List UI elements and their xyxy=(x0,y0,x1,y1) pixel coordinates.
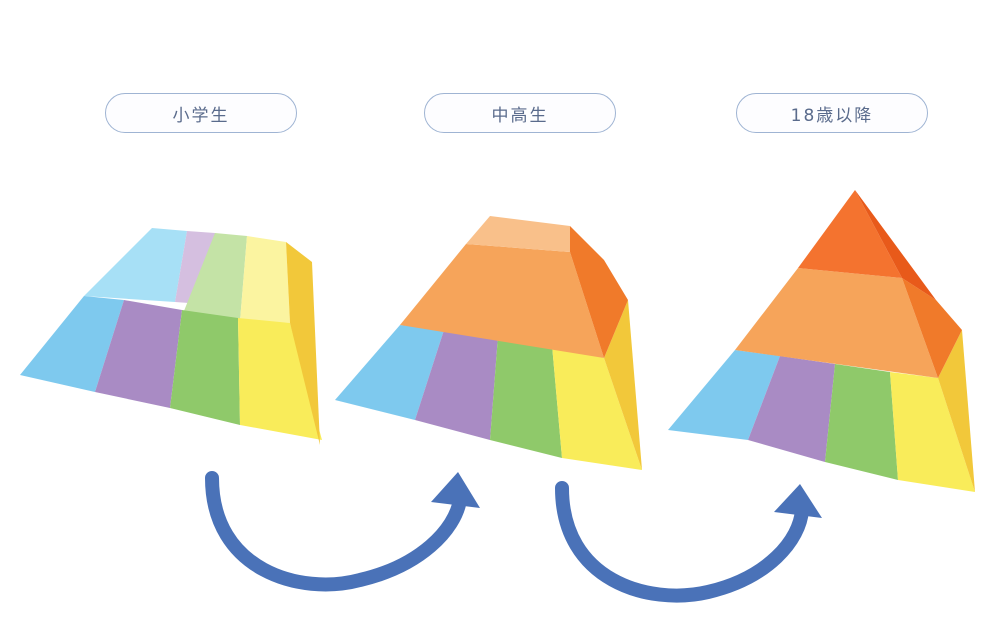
base-green xyxy=(490,336,562,458)
top-yellow xyxy=(240,236,290,323)
pyramid-adult xyxy=(668,190,975,492)
arrow-head xyxy=(774,484,822,518)
pyramid-middle-high xyxy=(335,216,642,470)
top-blue xyxy=(84,228,187,302)
arrow-curve xyxy=(205,471,467,592)
middle-front xyxy=(400,244,604,358)
arrow-head xyxy=(431,472,480,508)
base-purple xyxy=(415,330,498,440)
arrow-2 xyxy=(555,481,822,603)
arrow-1 xyxy=(205,471,480,592)
middle-top xyxy=(466,216,570,252)
base-side xyxy=(286,242,320,445)
middle-front xyxy=(735,268,938,378)
middle-side xyxy=(902,278,962,378)
base-yellow xyxy=(890,372,975,492)
middle-side xyxy=(570,226,628,358)
base-blue xyxy=(20,296,124,392)
top-green xyxy=(182,233,247,321)
pyramid-elementary xyxy=(20,228,322,445)
stage-label-adult: 18歳以降 xyxy=(736,93,928,133)
stage-label-middle-high: 中高生 xyxy=(424,93,616,133)
base-side xyxy=(604,300,642,470)
base-blue xyxy=(668,350,780,440)
base-green xyxy=(825,364,898,480)
base-yellow xyxy=(238,318,322,440)
base-yellow xyxy=(552,345,642,470)
top-front xyxy=(798,190,902,278)
arrow-curve xyxy=(555,481,809,603)
top-side xyxy=(855,190,936,300)
stage-label-elementary: 小学生 xyxy=(105,93,297,133)
base-green xyxy=(170,310,240,425)
base-purple xyxy=(748,356,835,462)
base-purple xyxy=(95,300,182,408)
base-blue xyxy=(335,325,444,420)
base-side xyxy=(938,330,975,492)
